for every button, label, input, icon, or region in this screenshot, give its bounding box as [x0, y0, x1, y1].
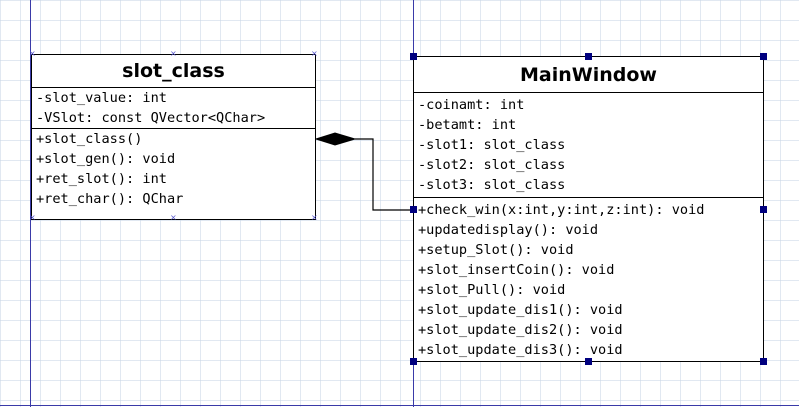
page-border-left	[30, 0, 31, 407]
class-operations: +slot_class() +slot_gen(): void +ret_slo…	[32, 128, 315, 209]
attribute-row: -slot2: slot_class	[418, 157, 566, 173]
operation-row: +slot_class()	[36, 131, 143, 147]
connection-point-icon[interactable]: ×	[170, 213, 177, 222]
attribute-row: -slot_value: int	[36, 90, 167, 106]
connection-point-icon[interactable]: ×	[311, 213, 318, 222]
attribute-row: -betamt: int	[418, 117, 517, 133]
operation-row: +ret_char(): QChar	[36, 191, 184, 207]
selection-handle-icon[interactable]	[760, 53, 767, 60]
connection-point-icon[interactable]: ×	[29, 213, 36, 222]
class-slot-class[interactable]: slot_class -slot_value: int -VSlot: cons…	[31, 54, 316, 220]
page-border-bottom	[0, 405, 799, 406]
class-attributes: -slot_value: int -VSlot: const QVector<Q…	[32, 88, 315, 128]
class-operations: +check_win(x:int,y:int,z:int): void +upd…	[414, 197, 763, 360]
connection-point-icon[interactable]: ×	[311, 49, 318, 58]
class-mainwindow[interactable]: MainWindow -coinamt: int -betamt: int -s…	[413, 56, 764, 362]
attribute-row: -slot1: slot_class	[418, 137, 566, 153]
operation-row: +slot_gen(): void	[36, 151, 176, 167]
operation-row: +slot_update_dis2(): void	[418, 322, 623, 338]
composition-diamond-icon	[314, 132, 357, 146]
operation-row: +slot_Pull(): void	[418, 282, 566, 298]
attribute-row: -slot3: slot_class	[418, 177, 566, 193]
operation-row: +ret_slot(): int	[36, 171, 167, 187]
composition-link[interactable]	[355, 138, 413, 211]
selection-handle-icon[interactable]	[410, 53, 417, 60]
operation-row: +check_win(x:int,y:int,z:int): void	[418, 202, 705, 218]
operation-row: +setup_Slot(): void	[418, 242, 574, 258]
selection-handle-icon[interactable]	[585, 358, 592, 365]
connection-point-icon[interactable]: ×	[29, 49, 36, 58]
selection-handle-icon[interactable]	[760, 358, 767, 365]
selection-handle-icon[interactable]	[410, 206, 417, 213]
attribute-row: -coinamt: int	[418, 97, 525, 113]
class-title: slot_class	[32, 55, 315, 88]
class-title: MainWindow	[414, 57, 763, 93]
attribute-row: -VSlot: const QVector<QChar>	[36, 110, 266, 126]
selection-handle-icon[interactable]	[760, 206, 767, 213]
operation-row: +slot_update_dis1(): void	[418, 302, 623, 318]
class-attributes: -coinamt: int -betamt: int -slot1: slot_…	[414, 93, 763, 197]
selection-handle-icon[interactable]	[410, 358, 417, 365]
operation-row: +slot_insertCoin(): void	[418, 262, 615, 278]
connection-point-icon[interactable]: ×	[170, 49, 177, 58]
selection-handle-icon[interactable]	[585, 53, 592, 60]
operation-row: +slot_update_dis3(): void	[418, 342, 623, 358]
operation-row: +updatedisplay(): void	[418, 222, 599, 238]
